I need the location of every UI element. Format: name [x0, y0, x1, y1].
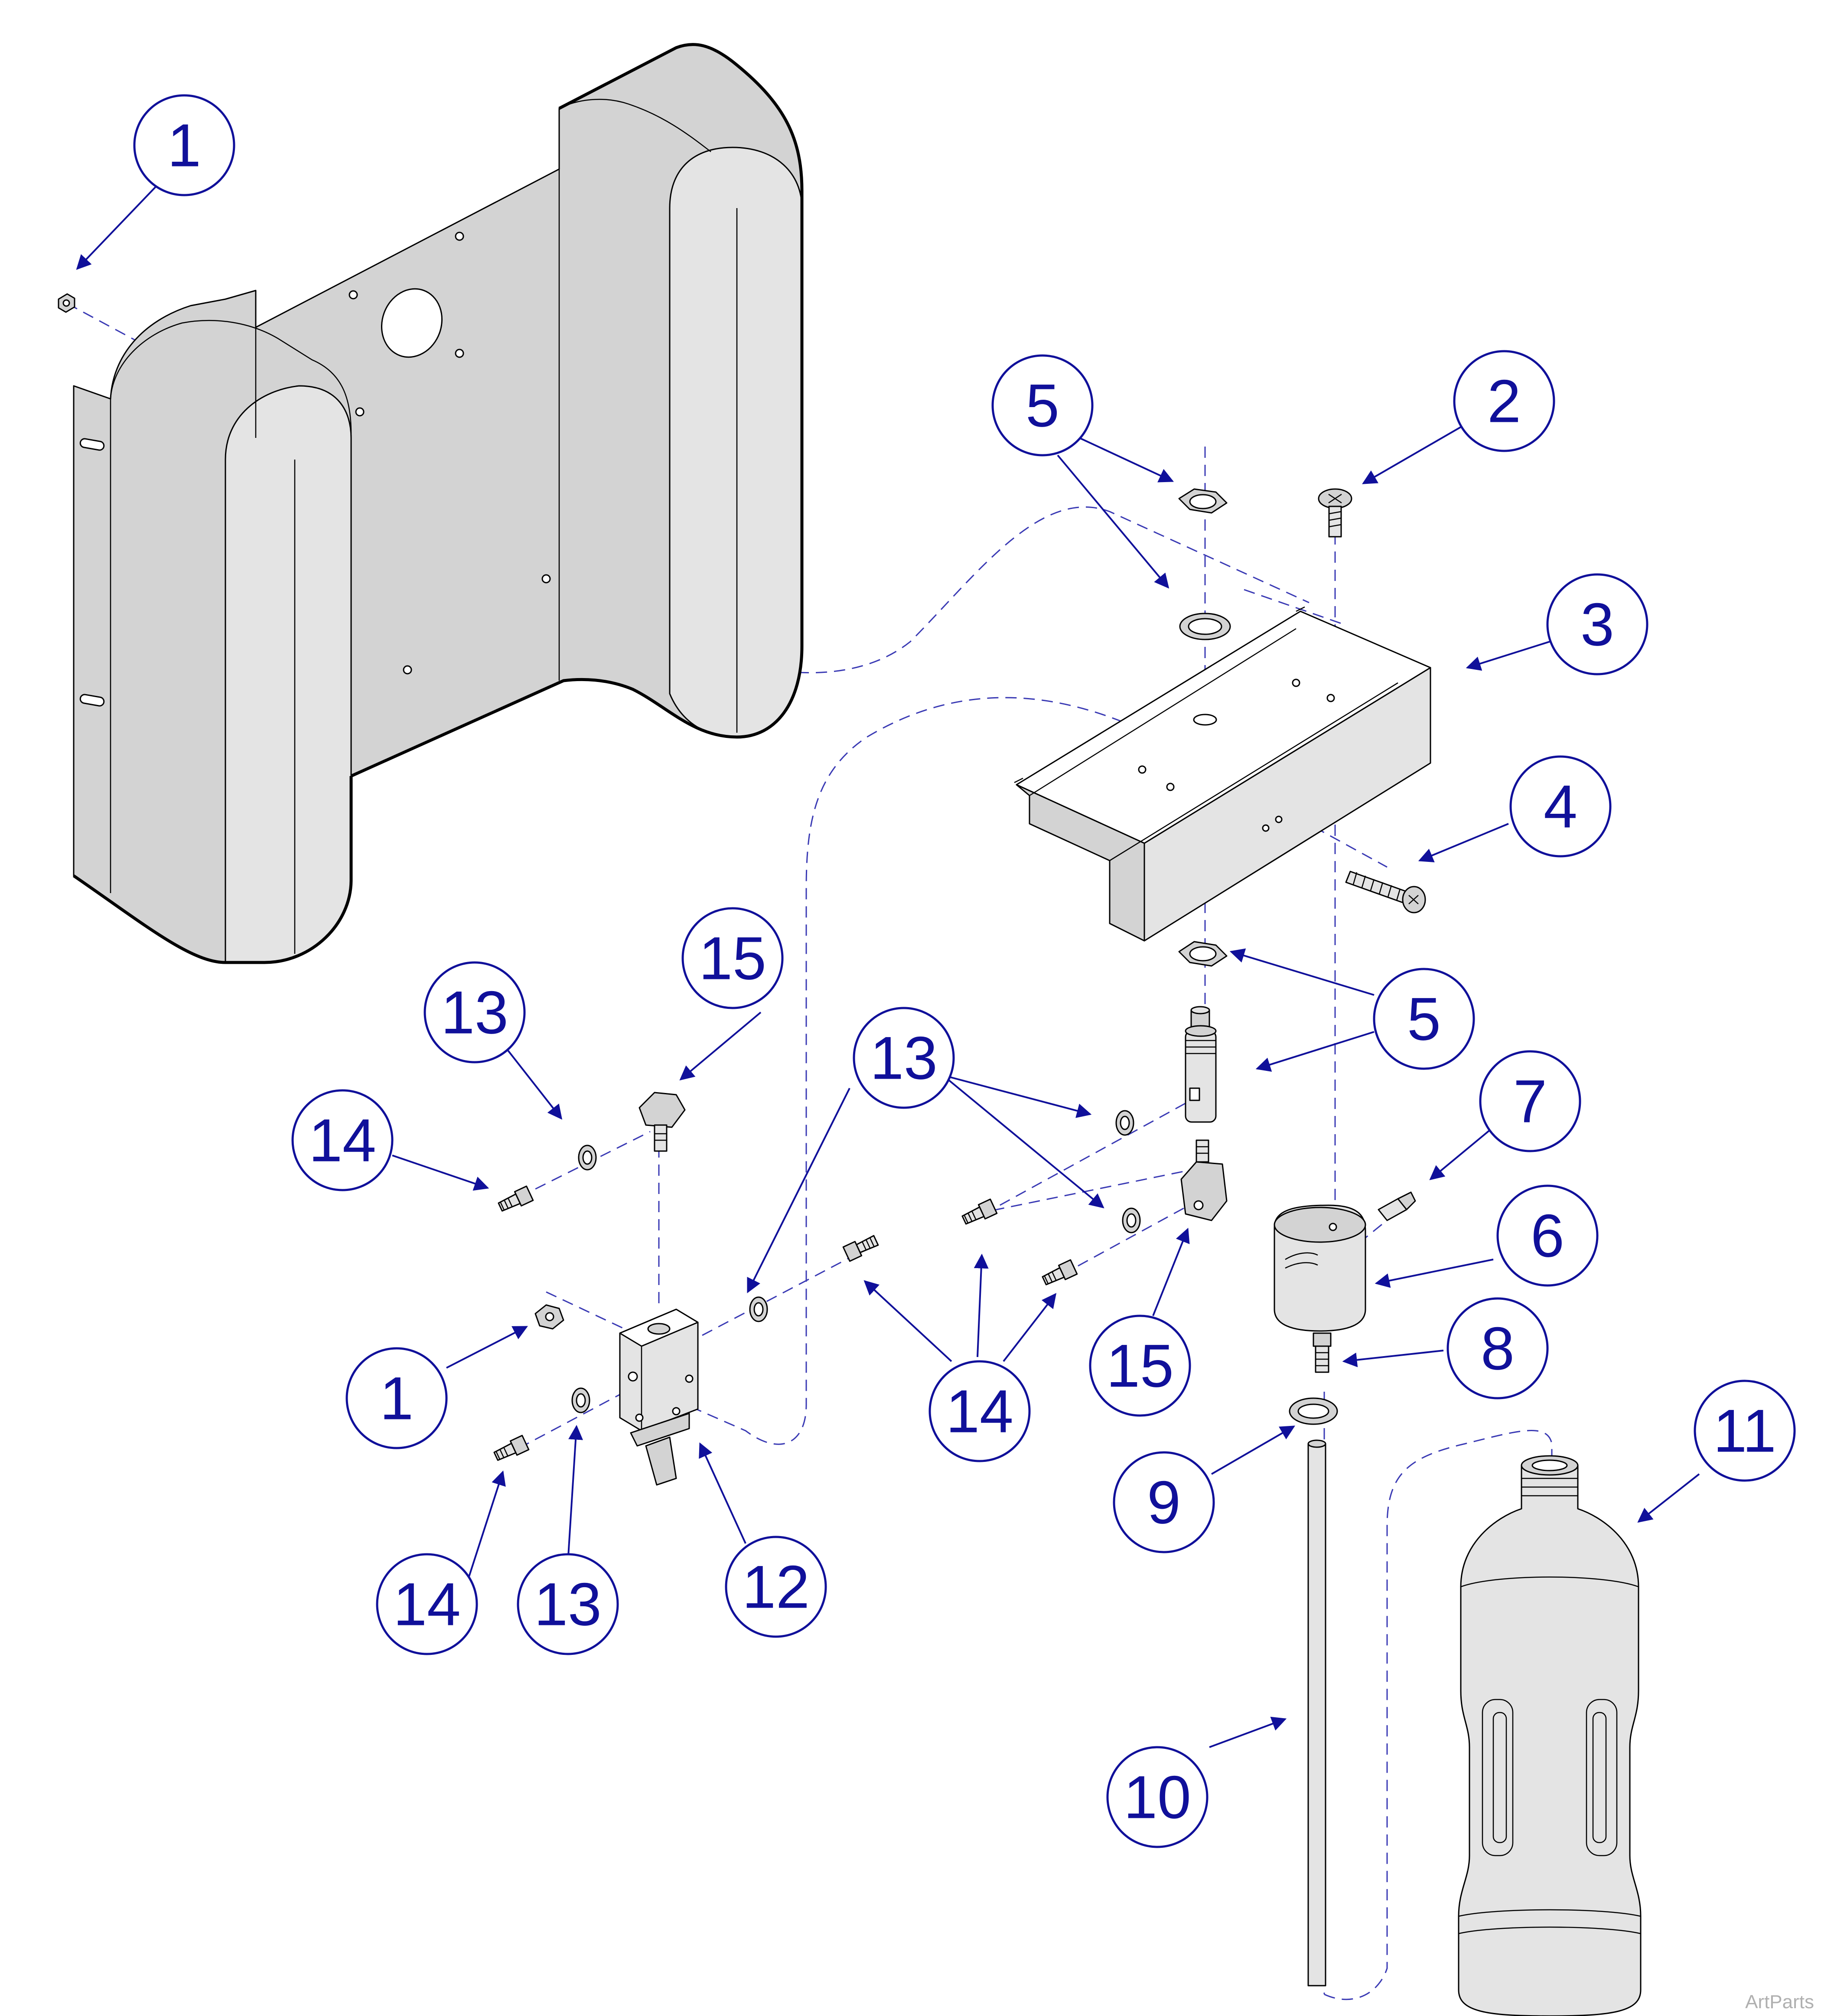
hex-nut-top [58, 293, 75, 313]
callout-2: 2 [1453, 350, 1555, 452]
callout-7: 7 [1479, 1050, 1581, 1152]
callout-14-left: 14 [291, 1089, 394, 1191]
pickup-tube [1307, 1439, 1326, 1987]
callout-label: 13 [870, 1024, 938, 1092]
hex-nut-lower [534, 1304, 564, 1330]
valve-body [1185, 1006, 1217, 1123]
locknut-lower [1178, 941, 1228, 967]
o-ring [1289, 1397, 1338, 1425]
callout-label: 13 [534, 1570, 602, 1638]
callout-8: 8 [1446, 1297, 1549, 1399]
callout-5-lower: 5 [1373, 968, 1475, 1070]
callout-label: 1 [380, 1364, 414, 1432]
callout-label: 12 [742, 1553, 810, 1621]
callout-label: 11 [1713, 1397, 1776, 1465]
nipple-fitting [1313, 1332, 1332, 1373]
callout-label: 3 [1580, 590, 1614, 659]
cabinet-housing [73, 43, 804, 964]
callout-5-top: 5 [991, 354, 1094, 457]
callout-label: 10 [1124, 1763, 1191, 1831]
callout-label: 6 [1531, 1202, 1564, 1270]
callout-3: 3 [1546, 573, 1648, 675]
callout-10: 10 [1106, 1746, 1209, 1848]
callout-label: 5 [1026, 372, 1059, 440]
callout-13-bottom: 13 [517, 1553, 619, 1655]
bottle [1458, 1455, 1642, 2016]
callout-label: 15 [699, 924, 766, 992]
reservoir-cap [1274, 1204, 1366, 1332]
leader-lines [76, 186, 1700, 1748]
callout-13-left: 13 [423, 961, 526, 1063]
callout-label: 15 [1106, 1332, 1174, 1400]
solenoid-valve [619, 1308, 699, 1486]
callout-6: 6 [1496, 1184, 1599, 1287]
callout-13-middle: 13 [853, 1007, 955, 1109]
callout-label: 7 [1513, 1067, 1547, 1135]
star-washer [1179, 613, 1231, 640]
callout-14-middle: 14 [928, 1360, 1031, 1462]
callout-11: 11 [1694, 1380, 1796, 1482]
long-screw [1345, 871, 1426, 913]
watermark-text: ArtParts [1745, 1991, 1814, 2013]
elbow-fitting-left [638, 1092, 686, 1152]
callout-label: 9 [1147, 1468, 1181, 1536]
callout-label: 14 [309, 1106, 376, 1174]
callout-label: 14 [946, 1377, 1013, 1445]
callout-label: 1 [167, 111, 201, 179]
callout-label: 5 [1407, 985, 1441, 1053]
locknut-top [1178, 488, 1228, 514]
callout-label: 14 [393, 1570, 461, 1638]
mounting-bracket [1014, 606, 1431, 942]
washers [571, 1110, 1141, 1413]
pan-head-screw [1318, 488, 1352, 538]
callout-label: 4 [1544, 773, 1577, 841]
callout-label: 13 [441, 979, 508, 1047]
callout-label: 2 [1487, 367, 1521, 435]
barb-fittings [493, 1185, 1078, 1461]
barb-fitting-7 [1378, 1191, 1416, 1221]
callout-14-bottom: 14 [376, 1553, 478, 1655]
callout-4: 4 [1509, 755, 1612, 858]
callout-1-top: 1 [133, 94, 235, 196]
callout-15-left: 15 [681, 907, 784, 1009]
elbow-fitting-right [1180, 1139, 1228, 1221]
callout-15-right: 15 [1089, 1315, 1191, 1417]
callout-label: 8 [1481, 1315, 1515, 1383]
callout-1-lower: 1 [345, 1347, 448, 1449]
callout-9: 9 [1113, 1451, 1215, 1553]
callout-12: 12 [725, 1536, 827, 1638]
